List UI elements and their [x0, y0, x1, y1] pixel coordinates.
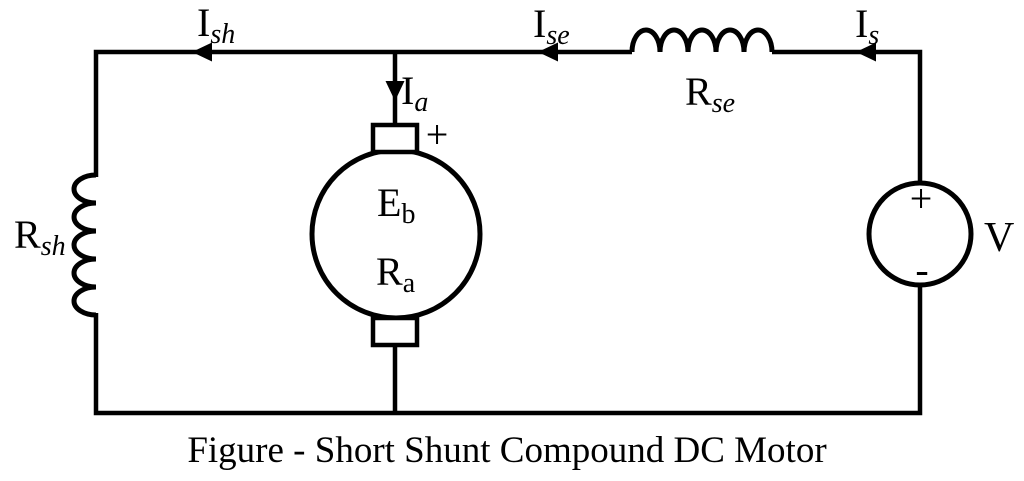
- shunt-current-label: Ish: [197, 0, 235, 50]
- shunt-field-resistance-label: Rsh: [14, 212, 66, 262]
- armature-current-label: Ia: [401, 68, 428, 118]
- supply-current-arrow-icon: [856, 42, 876, 62]
- supply-current-label: Is: [855, 1, 879, 51]
- bottom-wire: [93, 284, 923, 416]
- motor-top-brush: [370, 122, 420, 155]
- series-current-label: Ise: [533, 1, 570, 51]
- top-left-wire: [93, 49, 632, 177]
- shunt-current-arrow-icon: [192, 42, 212, 62]
- series-current-arrow-icon: [538, 42, 558, 62]
- shunt-field-coil-icon: [71, 172, 97, 318]
- voltage-source-circle: [866, 180, 974, 288]
- armature-current-arrow-icon: [385, 81, 405, 101]
- source-positive-sign: +: [910, 176, 933, 221]
- back-emf-label: Eb: [377, 180, 415, 230]
- armature-resistance-label: Ra: [376, 249, 416, 299]
- series-field-coil-icon: [629, 27, 775, 53]
- series-field-resistance-label: Rse: [685, 69, 735, 119]
- armature-positive-sign: +: [426, 112, 449, 157]
- motor-bottom-brush: [370, 315, 420, 348]
- top-right-wire: [772, 49, 923, 184]
- source-negative-sign: -: [915, 247, 928, 292]
- supply-voltage-label: V: [984, 215, 1014, 261]
- figure-caption: Figure - Short Shunt Compound DC Motor: [187, 430, 826, 471]
